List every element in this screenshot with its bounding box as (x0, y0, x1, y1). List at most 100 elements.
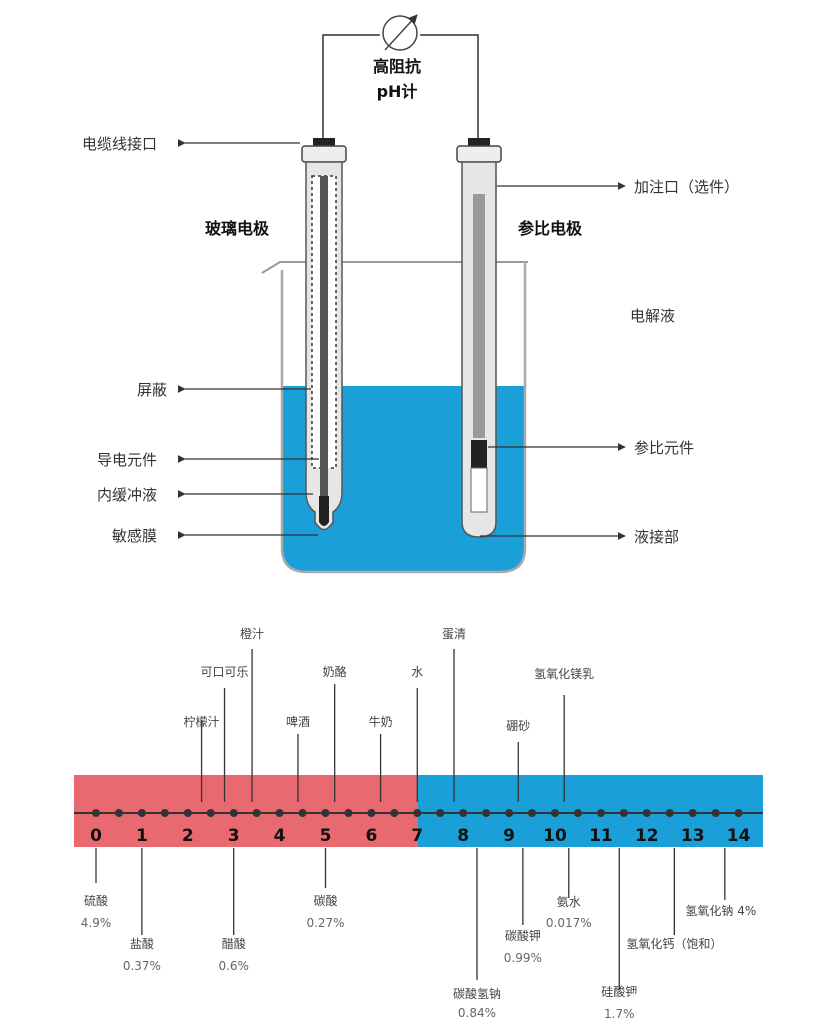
glass-electrode-cable-port (313, 138, 335, 148)
glass-electrode-label: 玻璃电极 (205, 219, 270, 238)
ph-substance-label: 橙汁 (240, 626, 264, 641)
ph-number: 7 (411, 826, 423, 846)
callout-label-junction: 液接部 (634, 528, 679, 546)
ph-dot (482, 809, 491, 817)
reference-electrode-wire (473, 194, 485, 438)
ph-substance-label: 柠檬汁 (184, 714, 220, 729)
ph-number: 11 (589, 826, 613, 846)
ph-substance-label: 蛋清 (442, 627, 466, 641)
ph-dot (344, 809, 353, 817)
ph-substance-label: 啤酒 (286, 714, 310, 729)
ph-substance-concentration: 0.84% (458, 1006, 496, 1020)
callout-label-fill-port: 加注口（选件） (634, 178, 739, 196)
ph-dot (459, 809, 468, 817)
ph-dot (413, 809, 422, 817)
ph-dot (551, 809, 559, 817)
ph-scale-base-band (418, 775, 763, 847)
ph-substance-label: 牛奶 (369, 714, 393, 729)
ph-dot (505, 809, 514, 817)
callout-label-electrolyte: 电解液 (630, 307, 675, 325)
ph-number: 6 (365, 826, 377, 846)
ph-number: 13 (681, 826, 705, 846)
reference-electrode-cable-port (468, 138, 490, 148)
ph-dot (229, 809, 238, 817)
reference-electrode-cap (456, 145, 502, 163)
beaker-rim (261, 261, 528, 274)
callout-label-shield: 屏蔽 (137, 381, 167, 399)
ph-substance-label: 氢氧化镁乳 (534, 666, 594, 681)
ph-substance-concentration: 1.7% (604, 1007, 635, 1021)
reference-electrode-element (471, 440, 487, 468)
ph-dot (298, 809, 307, 817)
ph-dot (619, 809, 628, 817)
ph-dot (114, 809, 123, 817)
ph-number: 10 (543, 826, 567, 846)
ph-dot (367, 809, 376, 817)
ph-dot (642, 809, 651, 817)
ph-substance-concentration: 4.9% (81, 916, 112, 930)
glass-electrode-cap (301, 145, 347, 163)
ph-substance-concentration: 0.99% (504, 951, 542, 965)
meter-wire (322, 34, 479, 140)
ph-dot (665, 809, 674, 817)
meter-needle-arrow (384, 14, 418, 51)
reference-electrode-label: 参比电极 (518, 219, 583, 238)
reference-electrode-gel (470, 467, 488, 513)
ph-substance-label: 醋酸 (222, 936, 246, 951)
ph-dot (321, 809, 330, 817)
beaker-wall (280, 262, 527, 574)
reference-electrode (456, 138, 502, 538)
glass-electrode (301, 138, 347, 531)
electrode-apparatus: 高阻抗 pH计 玻璃电极 参比电极 (82, 14, 739, 574)
ph-dot (390, 809, 399, 817)
ph-substance-label: 水 (411, 665, 423, 679)
ph-substance-label: 碳酸钾 (505, 928, 541, 943)
watermark: 知乎 @检测中心黄工 (631, 990, 808, 1012)
right-callouts: 加注口（选件） 电解液 参比元件 液接部 (480, 178, 739, 546)
ph-dot (436, 809, 445, 817)
ph-number: 14 (727, 826, 751, 846)
ph-dot (596, 809, 605, 817)
ph-number: 12 (635, 826, 659, 846)
glass-electrode-membrane (319, 496, 329, 526)
ph-substance-label: 氢氧化钠 4% (685, 903, 756, 918)
ph-substance-label: 氢氧化钙（饱和） (626, 936, 722, 951)
ph-substance-concentration: 0.6% (218, 959, 249, 973)
callout-label-membrane: 敏感膜 (112, 527, 157, 545)
ph-substance-label: 碳酸氢钠 (453, 986, 501, 1001)
ph-substance-label: 硅酸钾 (601, 984, 637, 999)
ph-substance-label: 硼砂 (506, 719, 530, 733)
meter-label-1: 高阻抗 (373, 57, 421, 76)
callout-label-inner-buffer: 内缓冲液 (97, 486, 157, 504)
ph-substance-label: 氨水 (557, 895, 581, 909)
ph-dot (206, 809, 215, 817)
ph-substance-concentration: 0.27% (306, 916, 344, 930)
glass-electrode-conductor (320, 176, 328, 496)
ph-dot (711, 809, 720, 817)
ph-number: 3 (228, 826, 240, 846)
ph-scale-dots (92, 809, 743, 817)
ph-dot (252, 809, 261, 817)
ph-substance-concentration: 0.017% (546, 916, 592, 930)
ph-dot (92, 809, 100, 817)
ph-substance-label: 碳酸 (313, 893, 337, 908)
ph-dot (688, 809, 697, 817)
callout-label-cable-port: 电缆线接口 (82, 135, 157, 153)
ph-substance-label: 盐酸 (130, 936, 154, 951)
ph-dot (528, 809, 537, 817)
meter-label-2: pH计 (377, 82, 418, 101)
ph-substance-concentration: 0.37% (123, 959, 161, 973)
ph-number: 8 (457, 826, 469, 846)
ph-dot (137, 809, 146, 817)
meter-symbol (382, 14, 418, 51)
ph-number: 9 (503, 826, 515, 846)
left-callouts: 电缆线接口 屏蔽 导电元件 内缓冲液 敏感膜 (82, 135, 319, 545)
ph-dot (734, 809, 743, 817)
ph-substance-label: 硫酸 (84, 893, 108, 908)
ph-dot (183, 809, 192, 817)
ph-number: 0 (90, 826, 102, 846)
